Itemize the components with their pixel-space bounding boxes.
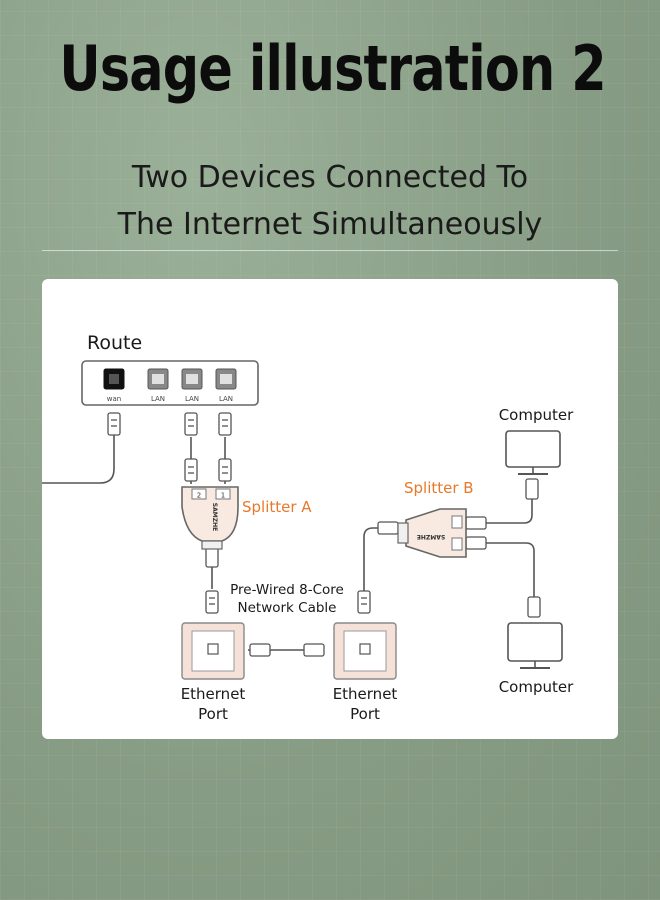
splitter-b-brand: SAMZHE [417, 533, 445, 540]
network-diagram: wan LAN LAN LAN [42, 360, 563, 680]
computer-top-icon [505, 430, 561, 475]
wan-port-label: wan [107, 395, 121, 403]
splitter-b: SAMZHE [397, 508, 467, 558]
rj45-plugs [107, 412, 541, 657]
lan-port-2 [181, 368, 203, 390]
page-title: Usage illustration 2 [59, 32, 606, 105]
divider [42, 250, 618, 251]
splitter-a-brand: SAMZHE [211, 503, 218, 531]
subtitle-line-2: The Internet Simultaneously [117, 207, 543, 242]
ethernet-port-right-line-2: Port [350, 705, 380, 724]
lan-port-label-1: LAN [151, 395, 165, 403]
computer-bottom-icon [507, 622, 563, 669]
router-label: Route [87, 332, 143, 354]
ethernet-port-left-line-2: Port [198, 705, 228, 724]
ethernet-port-right-line-1: Ethernet [332, 685, 398, 703]
cable-label-line-1: Pre-Wired 8-Core [230, 582, 344, 598]
lan-port-label-3: LAN [219, 395, 233, 403]
cable-label: Pre-Wired 8-Core Network Cable [222, 581, 352, 617]
wan-port [103, 368, 125, 390]
subtitle-line-1: Two Devices Connected To [131, 160, 529, 195]
lan-port-label-2: LAN [185, 395, 199, 403]
splitter-a-label: Splitter A [242, 498, 312, 516]
diagram-card: wan LAN LAN LAN [42, 279, 618, 739]
lan-port-3 [215, 368, 237, 390]
splitter-a-port-1: 1 [221, 492, 225, 500]
router-box: wan LAN LAN LAN [81, 360, 259, 406]
computer-bottom-label: Computer [498, 678, 574, 696]
splitter-b-label: Splitter B [404, 479, 474, 497]
computer-top-label: Computer [498, 406, 574, 424]
ethernet-port-left-plate [181, 622, 245, 680]
ethernet-port-left-line-1: Ethernet [180, 685, 246, 703]
splitter-a-port-2: 2 [197, 492, 201, 500]
ethernet-port-right-label: Ethernet Port [315, 684, 415, 725]
ethernet-port-left-label: Ethernet Port [163, 684, 263, 725]
ethernet-port-right-plate [333, 622, 397, 680]
lan-port-1 [147, 368, 169, 390]
cable-label-line-2: Network Cable [237, 600, 337, 617]
splitter-a: 2 1 SAMZHE [181, 486, 239, 550]
